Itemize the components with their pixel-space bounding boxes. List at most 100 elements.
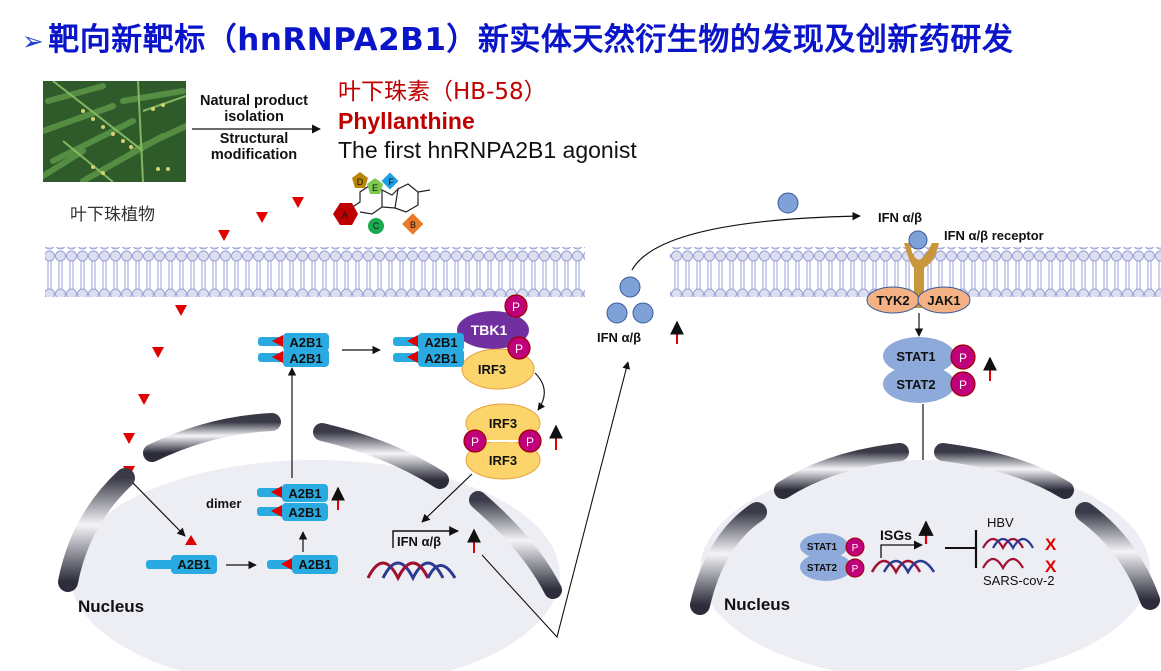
- svg-text:P: P: [471, 435, 479, 449]
- a2b1-dimer-cytoplasm: A2B1 A2B1: [258, 333, 329, 367]
- svg-text:A2B1: A2B1: [288, 505, 321, 520]
- nuclear-envelope-segment: [934, 443, 1074, 499]
- ring-a-icon: [333, 203, 358, 225]
- svg-text:STAT2: STAT2: [807, 563, 838, 574]
- svg-text:P: P: [959, 378, 967, 392]
- svg-text:STAT1: STAT1: [896, 349, 935, 364]
- process-line-3: Structural: [219, 131, 289, 147]
- compound-name-cn: 叶下珠素（HB-58）: [338, 79, 547, 105]
- svg-text:E: E: [372, 183, 378, 193]
- svg-text:A2B1: A2B1: [289, 335, 322, 350]
- svg-text:STAT2: STAT2: [896, 377, 935, 392]
- svg-text:A2B1: A2B1: [424, 335, 457, 350]
- svg-text:A: A: [342, 210, 348, 220]
- a2b1-monomer: A2B1: [146, 555, 217, 574]
- phospho-icon: [950, 344, 976, 370]
- phospho-icon: [504, 294, 528, 318]
- svg-text:A2B1: A2B1: [288, 486, 321, 501]
- ring-d-icon: [352, 172, 368, 188]
- svg-text:IRF3: IRF3: [478, 362, 506, 377]
- process-line-4: modification: [210, 147, 298, 163]
- bound-drug: [185, 535, 197, 545]
- svg-text:F: F: [388, 177, 394, 187]
- svg-text:A2B1: A2B1: [177, 557, 210, 572]
- transcription-start-icon: [880, 540, 923, 558]
- ifn-receptor: [904, 230, 939, 308]
- svg-text:A2B1: A2B1: [424, 351, 457, 366]
- svg-text:IRF3: IRF3: [489, 416, 517, 431]
- transcription-start-icon: [392, 526, 459, 548]
- svg-text:STAT1: STAT1: [807, 542, 838, 553]
- svg-text:P: P: [526, 435, 534, 449]
- receptor-label: IFN α/β receptor: [944, 228, 1044, 243]
- phospho-icon: [507, 336, 531, 360]
- nuclear-envelope-segment: [1075, 502, 1160, 610]
- svg-text:P: P: [852, 564, 859, 575]
- svg-text:D: D: [357, 177, 364, 187]
- tbk1-irf3-complex: IRF3 TBK1 A2B1 A2B1 P P: [393, 294, 535, 390]
- svg-text:C: C: [373, 221, 380, 231]
- import-arrow: [132, 482, 186, 537]
- cell-membrane-left: [45, 247, 585, 297]
- dna-helix-icon: [366, 561, 457, 582]
- phospho-icon: [518, 429, 542, 453]
- ring-b-icon: [402, 213, 424, 235]
- svg-text:IFN α/β: IFN α/β: [597, 330, 641, 345]
- virus-label-sars: SARS-cov-2: [983, 573, 1055, 588]
- nuclear-envelope-segment: [143, 413, 281, 462]
- virus-label-hbv: HBV: [987, 515, 1014, 530]
- phospho-icon: [845, 537, 865, 557]
- irf3-dimer: IRF3 IRF3 P P: [463, 403, 542, 480]
- plant-label: 叶下珠植物: [70, 205, 155, 225]
- phospho-icon: [845, 558, 865, 578]
- sars-genome-icon: [982, 557, 1024, 571]
- isgs-label: ISGs: [880, 527, 912, 543]
- svg-text:TBK1: TBK1: [471, 322, 508, 338]
- hbv-genome-icon: [982, 537, 1034, 551]
- slide-title: ➢靶向新靶标（hnRNPA2B1）新实体天然衍生物的发现及创新药研发: [22, 14, 1013, 59]
- blocked-x-icon: X: [1045, 557, 1057, 576]
- svg-text:B: B: [410, 220, 416, 230]
- svg-text:P: P: [515, 342, 523, 356]
- nuclear-envelope-segment: [469, 491, 562, 599]
- compound-description: The first hnRNPA2B1 agonist: [338, 137, 637, 163]
- secretion-arrow: [481, 361, 630, 639]
- ring-c-icon: [368, 218, 384, 234]
- bullet-arrow-icon: ➢: [22, 27, 45, 57]
- stat-complex: STAT1 STAT2 P P: [883, 337, 976, 403]
- nuclear-envelope-segment: [58, 468, 135, 592]
- jak-kinases: TYK2 JAK1: [866, 286, 971, 314]
- blocked-x-icon: X: [1045, 535, 1057, 554]
- compound-info: 叶下珠素（HB-58） Phyllanthine The first hnRNP…: [338, 78, 637, 165]
- ring-f-icon: [381, 172, 399, 190]
- plant-photo: [43, 81, 186, 182]
- phospho-icon: [463, 429, 487, 453]
- secreted-ifn: IFN α/β: [597, 276, 654, 345]
- nucleus-label-right: Nucleus: [724, 595, 790, 614]
- process-label: Natural product isolation Structural mod…: [190, 93, 318, 163]
- phospho-icon: [950, 371, 976, 397]
- a2b1-dimer-nuclear: A2B1 A2B1: [257, 484, 328, 521]
- ring-e-icon: [367, 178, 383, 194]
- svg-text:JAK1: JAK1: [927, 293, 960, 308]
- ifn-ligand-label: IFN α/β: [878, 210, 922, 225]
- svg-text:IRF3: IRF3: [489, 453, 517, 468]
- svg-text:P: P: [852, 543, 859, 554]
- nucleus-label-left: Nucleus: [78, 597, 144, 616]
- ifn-gene-label: IFN α/β: [397, 534, 441, 549]
- a2b1-bound: A2B1: [267, 555, 338, 574]
- ifn-molecule: [777, 192, 799, 214]
- nucleus-right: [700, 460, 1150, 671]
- slide-title-text: 靶向新靶标（hnRNPA2B1）新实体天然衍生物的发现及创新药研发: [48, 22, 1014, 58]
- paracrine-arrow: [631, 211, 861, 271]
- compound-name-en: Phyllanthine: [338, 108, 475, 134]
- svg-text:P: P: [512, 300, 520, 314]
- nuclear-envelope-segment: [313, 423, 449, 489]
- dna-helix-icon: [870, 559, 936, 575]
- svg-text:TYK2: TYK2: [876, 293, 909, 308]
- svg-text:A2B1: A2B1: [289, 351, 322, 366]
- process-line-1: Natural product: [200, 93, 308, 109]
- dimer-label: dimer: [206, 496, 241, 511]
